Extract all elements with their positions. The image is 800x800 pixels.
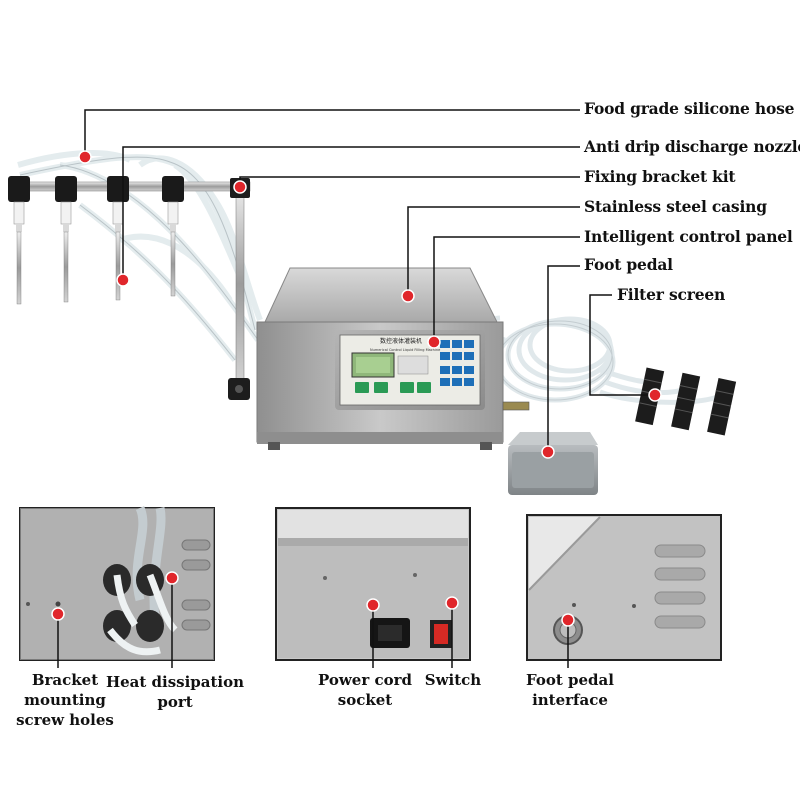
label-filter: Filter screen: [617, 285, 726, 304]
label-casing: Stainless steel casing: [584, 197, 767, 216]
label-pedal-interface: Foot pedal interface: [526, 671, 614, 709]
detail-panel-power-switch: [275, 507, 471, 668]
marker-bracket: [233, 180, 247, 194]
svg-text:Numerical Control Liquid Filli: Numerical Control Liquid Filling Machine: [370, 348, 440, 352]
label-bracket-kit: Fixing bracket kit: [584, 167, 736, 186]
label-heat-port: Heat dissipation port: [105, 673, 245, 711]
label-hose: Food grade silicone hose: [584, 99, 795, 118]
red-markers: [78, 150, 662, 459]
label-switch: Switch: [424, 671, 482, 689]
marker-pedal: [541, 445, 555, 459]
filter-screens: [635, 367, 737, 436]
marker-filter: [648, 388, 662, 402]
marker-panel: [427, 335, 441, 349]
label-control-panel: Intelligent control panel: [584, 227, 793, 246]
marker-hose: [78, 150, 92, 164]
svg-text:数控液体灌装机: 数控液体灌装机: [380, 337, 422, 345]
label-foot-pedal: Foot pedal: [584, 255, 673, 274]
label-power-socket: Power cord socket: [318, 671, 412, 709]
detail-panel-pedal-interface: [526, 514, 722, 668]
marker-nozzle: [116, 273, 130, 287]
marker-casing: [401, 289, 415, 303]
nozzles: [8, 176, 184, 305]
detail-panel-bracket-heat: [19, 506, 215, 668]
leader-lines: [84, 109, 655, 452]
label-bracket-holes: Bracket mounting screw holes: [16, 671, 114, 729]
foot-pedal: [508, 432, 598, 495]
label-nozzle: Anti drip discharge nozzle: [584, 137, 800, 156]
control-panel: 数控液体灌装机 Numerical Control Liquid Filling…: [335, 330, 485, 410]
